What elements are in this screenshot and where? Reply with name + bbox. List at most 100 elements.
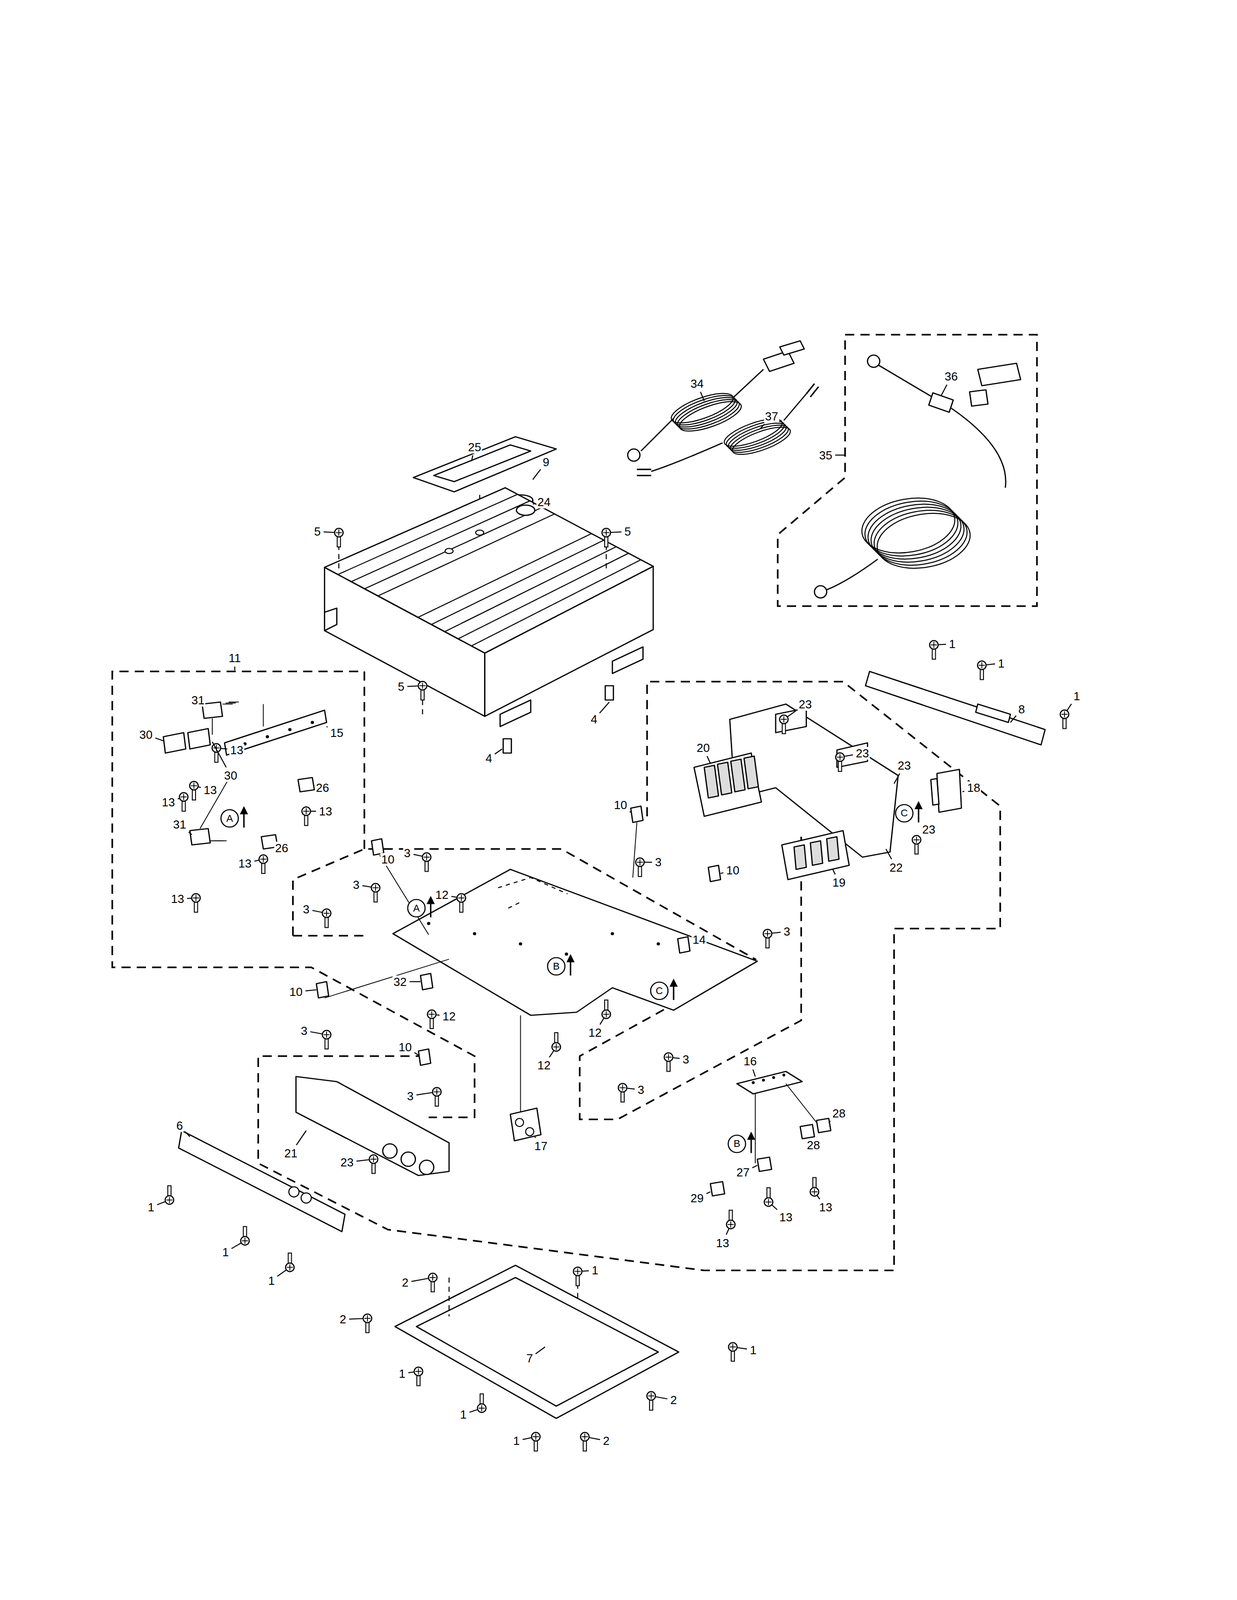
reference-arrow: [750, 1138, 752, 1154]
heatsink-rail: [500, 700, 532, 728]
screw-shaft: [288, 1253, 292, 1264]
screw-head: [573, 1267, 582, 1277]
assembly-line: [263, 704, 265, 728]
screw-slot: [606, 529, 607, 537]
callout-number: 15: [329, 726, 345, 740]
screw-head: [418, 681, 427, 691]
reference-letter: C: [899, 806, 910, 820]
assembly-line: [786, 1084, 817, 1124]
callout-number: 1: [591, 1264, 600, 1277]
callout-number: 1: [1072, 689, 1081, 703]
screw-slot: [732, 1344, 734, 1351]
power-cable: [826, 559, 879, 591]
callout-number: 10: [613, 798, 629, 812]
screw-shaft: [728, 1210, 733, 1222]
callout-number: 21: [283, 1147, 299, 1160]
screw-slot: [535, 1433, 537, 1441]
board-hole: [751, 1081, 755, 1085]
callout-number: 13: [818, 1201, 834, 1214]
screw-shaft: [914, 844, 919, 855]
screw-slot: [1064, 711, 1066, 718]
clip: [418, 1049, 431, 1066]
leader-line: [1010, 715, 1017, 723]
keyhole: [301, 1192, 312, 1204]
screw-head: [212, 743, 221, 753]
screw-slot: [460, 894, 462, 902]
screw-slot: [839, 754, 841, 761]
cable-wire: [733, 369, 764, 399]
bracket-clip: [298, 777, 315, 793]
callout-number: 2: [669, 1393, 678, 1407]
cable-coil: [674, 393, 743, 436]
leader-line: [534, 1137, 536, 1139]
callout-number: 23: [855, 747, 871, 760]
screw-shaft: [430, 1018, 434, 1030]
callout-number: 7: [525, 1352, 534, 1365]
leader-line: [494, 749, 503, 755]
board-hole: [772, 1076, 775, 1080]
board-outline-detail: [498, 877, 568, 909]
rca-jack: [515, 1118, 524, 1127]
terminal-slot: [810, 840, 823, 866]
leader-line: [296, 1130, 307, 1146]
reference-arrow: [569, 960, 572, 976]
connector: [937, 769, 962, 813]
screw-shaft: [767, 1188, 771, 1199]
callout-number: 24: [536, 495, 552, 509]
leader-line: [752, 1069, 756, 1077]
reference-circle: [895, 804, 913, 822]
heatsink-fin: [337, 494, 518, 575]
leader-line: [832, 869, 836, 875]
terminal-slot: [743, 756, 759, 789]
screw-shaft: [214, 752, 218, 763]
callout-number: 25: [467, 440, 483, 454]
leader-lines: [155, 384, 1072, 1452]
screw-shaft: [812, 1178, 817, 1189]
screw-shaft: [430, 1281, 435, 1293]
leader-line: [155, 738, 164, 741]
callout-number: 17: [533, 1139, 549, 1153]
screw-shaft: [435, 1096, 439, 1107]
heatsink-fin: [351, 500, 530, 582]
screw-head: [726, 1220, 736, 1230]
leader-line: [212, 742, 227, 768]
screw-shaft: [337, 537, 341, 548]
callout-number: 3: [405, 1090, 415, 1103]
callout-number: 13: [170, 892, 186, 906]
screw-shaft: [192, 790, 196, 801]
screw-shaft: [479, 1394, 484, 1405]
screw-shaft: [324, 917, 328, 929]
parts: [163, 341, 1046, 1419]
callout-number: 34: [689, 377, 705, 391]
callout-number: 23: [797, 698, 813, 711]
callout-number: 1: [146, 1201, 156, 1214]
callout-number: 29: [689, 1192, 705, 1205]
callout-number: 26: [274, 841, 290, 855]
reference-circle: [407, 899, 426, 917]
screw-head: [477, 1404, 487, 1414]
callout-number: 3: [403, 846, 412, 860]
screw-shaft: [838, 761, 842, 773]
keyhole: [288, 1187, 300, 1198]
callout-number: 2: [338, 1313, 348, 1326]
screw-slot: [263, 856, 265, 863]
rail-slot: [975, 704, 1011, 724]
heatsink-fin: [471, 559, 641, 646]
screw-head: [369, 1155, 378, 1164]
cable-coil: [725, 417, 790, 456]
leader-line: [599, 702, 610, 714]
screw-shaft: [416, 1375, 421, 1387]
callout-number: 1: [997, 657, 1006, 670]
callout-number: 12: [434, 888, 450, 902]
transistor: [163, 733, 186, 754]
callout-number: 13: [778, 1211, 794, 1224]
screw-head: [664, 1053, 673, 1062]
bracket-cutout: [400, 1152, 416, 1167]
screw-shaft: [980, 669, 984, 680]
plug-connector: [779, 341, 805, 356]
screw-shaft: [583, 1441, 587, 1452]
screw-shaft: [181, 801, 186, 812]
screw-shaft: [459, 902, 463, 913]
screw-slot: [916, 836, 918, 844]
